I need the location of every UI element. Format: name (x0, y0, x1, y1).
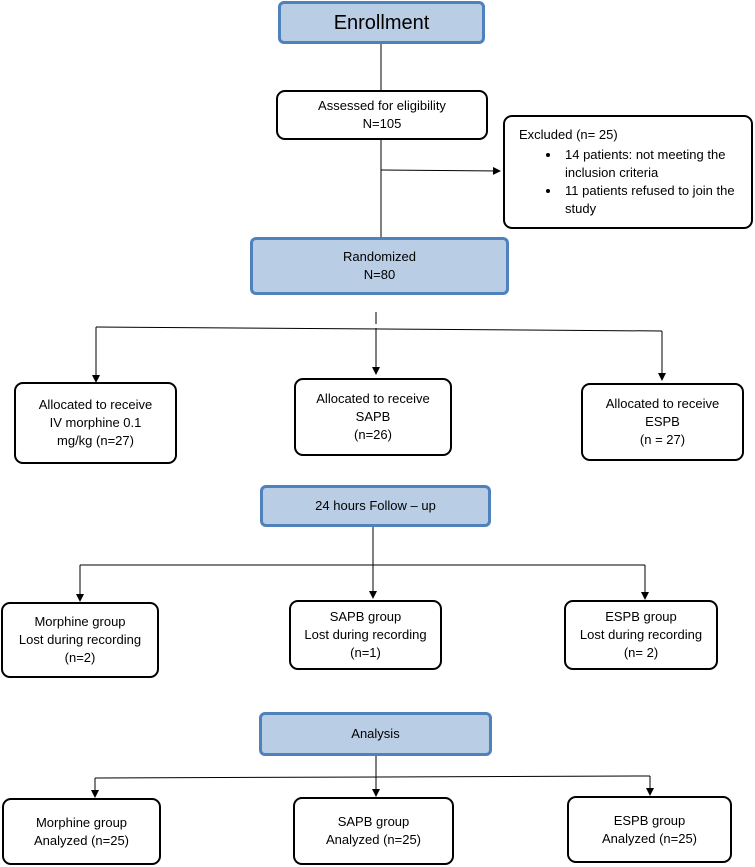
analyzed-espb-box: ESPB group Analyzed (n=25) (567, 796, 732, 863)
analyzed-count: Analyzed (n=25) (601, 830, 698, 846)
group-name: Morphine group (35, 814, 128, 830)
allocation-label: Allocated to receive (316, 391, 430, 406)
allocation-count: mg/kg (n=27) (57, 433, 134, 448)
allocation-sapb-box: Allocated to receive SAPB (n=26) (294, 378, 452, 456)
analysis-split-line (94, 775, 651, 779)
analysis-stage: Analysis (259, 712, 492, 756)
group-name: SAPB group (337, 814, 410, 829)
lost-label: Lost during recording (579, 627, 703, 642)
assessed-box: Assessed for eligibility N=105 (276, 90, 488, 140)
excluded-box: Excluded (n= 25) 14 patients: not meetin… (503, 115, 753, 229)
allocation-label: Allocated to receive (38, 397, 153, 412)
group-name: SAPB group (329, 609, 402, 624)
assessed-count: N=105 (362, 116, 402, 131)
lost-sapb-box: SAPB group Lost during recording (n=1) (289, 600, 442, 670)
enrollment-title: Enrollment (333, 11, 430, 34)
randomized-count: N=80 (363, 267, 396, 282)
group-name: Morphine group (34, 614, 126, 629)
lost-count: (n=1) (350, 645, 381, 660)
excluded-reason: 11 patients refused to join the study (561, 182, 741, 218)
allocation-treatment: IV morphine 0.1 (49, 415, 142, 430)
followup-title: 24 hours Follow – up (315, 498, 436, 513)
arrow-excluded (380, 166, 501, 175)
analyzed-count: Analyzed (n=25) (33, 832, 130, 848)
allocation-count: (n = 27) (639, 432, 686, 447)
analyzed-sapb-box: SAPB group Analyzed (n=25) (293, 797, 454, 865)
analyzed-morphine-box: Morphine group Analyzed (n=25) (2, 798, 161, 865)
randomized-stage: Randomized N=80 (250, 237, 509, 295)
allocation-treatment: SAPB (355, 409, 391, 424)
assessed-label: Assessed for eligibility (318, 98, 446, 113)
lost-morphine-box: Morphine group Lost during recording (n=… (1, 602, 159, 678)
randomized-label: Randomized (343, 249, 416, 264)
followup-stage: 24 hours Follow – up (260, 485, 491, 527)
lost-espb-box: ESPB group Lost during recording (n= 2) (564, 600, 718, 670)
allocation-morphine-box: Allocated to receive IV morphine 0.1 mg/… (14, 382, 177, 464)
allocation-espb-box: Allocated to receive ESPB (n = 27) (581, 383, 744, 461)
lost-count: (n= 2) (623, 645, 659, 660)
allocation-treatment: ESPB (645, 414, 680, 429)
excluded-reason: 14 patients: not meeting the inclusion c… (561, 146, 741, 182)
allocation-label: Allocated to receive (605, 396, 720, 411)
excluded-title: Excluded (n= 25) (519, 127, 618, 142)
analysis-title: Analysis (351, 726, 400, 741)
lost-count: (n=2) (64, 650, 96, 665)
lost-label: Lost during recording (304, 627, 427, 642)
lost-label: Lost during recording (18, 632, 142, 647)
group-name: ESPB group (613, 812, 686, 828)
allocation-split-line (95, 326, 663, 332)
allocation-count: (n=26) (354, 427, 392, 442)
enrollment-stage: Enrollment (278, 1, 485, 44)
excluded-list: 14 patients: not meeting the inclusion c… (519, 146, 741, 218)
analyzed-count: Analyzed (n=25) (325, 832, 422, 847)
group-name: ESPB group (605, 609, 677, 624)
